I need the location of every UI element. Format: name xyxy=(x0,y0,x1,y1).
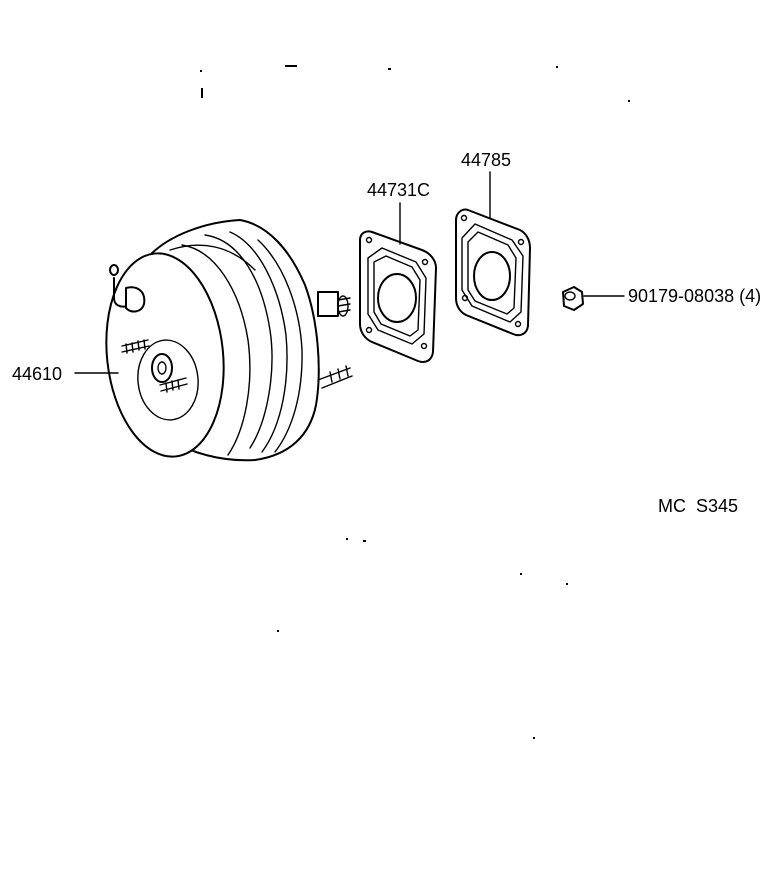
front-stud-left xyxy=(121,339,150,354)
diagram-code: MC S345 xyxy=(658,496,738,516)
front-stud-right xyxy=(159,377,188,393)
rear-stud-top xyxy=(317,291,351,317)
scan-specks xyxy=(200,65,630,739)
vacuum-fitting xyxy=(109,264,146,313)
part-label-44731C: 44731C xyxy=(367,180,430,200)
gasket xyxy=(359,230,437,363)
nut xyxy=(562,286,584,311)
part-label-90179: 90179-08038 (4) xyxy=(628,286,761,306)
brake-booster xyxy=(105,219,353,462)
part-label-44610: 44610 xyxy=(12,364,62,384)
rear-stud-bottom xyxy=(317,365,353,389)
part-label-44785: 44785 xyxy=(461,150,511,170)
plate xyxy=(455,208,531,337)
